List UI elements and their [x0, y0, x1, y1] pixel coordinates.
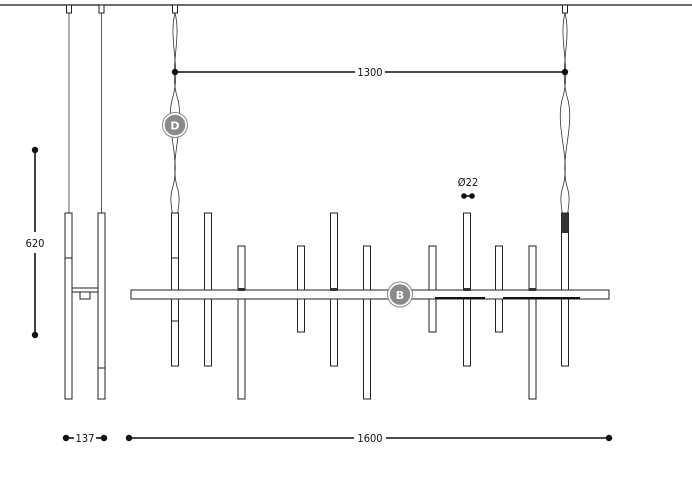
dim-total-length-label: 1600 — [357, 432, 382, 445]
light-rod-dark-top — [561, 213, 569, 233]
rod-joint — [463, 288, 471, 291]
light-rod — [428, 245, 437, 333]
light-rod — [297, 245, 305, 333]
dim-depth-label: 137 — [76, 432, 95, 445]
rod-joint — [529, 288, 536, 291]
dim-diameter-label: Ø22 — [458, 176, 478, 189]
marker-d-badge: D — [162, 112, 188, 138]
side-rod — [97, 212, 106, 400]
side-connector-block — [79, 291, 91, 300]
dim-suspension-spacing-label: 1300 — [357, 66, 382, 79]
light-rod — [528, 245, 537, 400]
side-connector — [71, 287, 99, 293]
side-rod — [64, 212, 73, 400]
horizontal-body — [130, 289, 610, 300]
marker-b-badge: B — [387, 281, 413, 308]
light-rod — [237, 245, 246, 400]
suspension-wire — [559, 12, 567, 261]
rod-joint — [330, 288, 338, 291]
front-view — [130, 4, 610, 400]
light-rod — [495, 245, 503, 333]
light-rod — [363, 245, 371, 400]
suspension-wire — [169, 12, 177, 261]
rod-joint — [238, 288, 245, 291]
suspension-wire — [173, 12, 181, 261]
ceiling-cap — [98, 4, 105, 14]
dim-total-length: 1600 — [125, 432, 613, 445]
marker-d-label: D — [170, 120, 179, 133]
dim-diameter: Ø22 — [458, 176, 478, 199]
dim-depth: 137 — [62, 432, 108, 445]
ceiling-cap — [66, 4, 72, 14]
dim-height: 620 — [26, 146, 45, 339]
ceiling-cap — [562, 4, 568, 14]
side-view — [64, 4, 106, 400]
ceiling-cap — [172, 4, 178, 14]
marker-b-label: B — [396, 289, 404, 302]
dim-height-label: 620 — [26, 237, 45, 250]
dim-suspension-spacing: 1300 — [171, 66, 569, 79]
suspension-wire — [563, 12, 571, 261]
